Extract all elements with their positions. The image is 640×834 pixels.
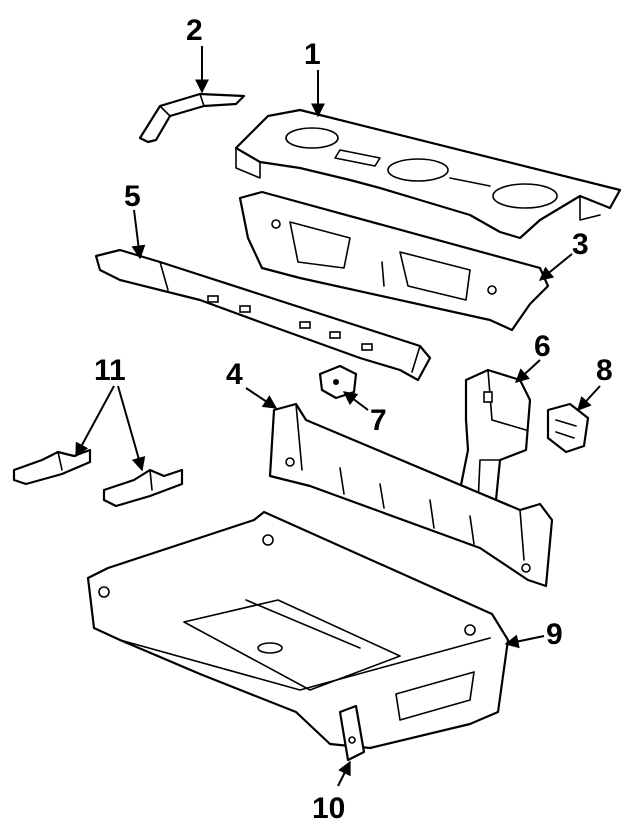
part-2-bracket[interactable] [138, 92, 246, 144]
part-9-floor-pan[interactable] [86, 510, 510, 750]
part-11-pad-left[interactable] [12, 448, 92, 486]
callout-2: 2 [186, 14, 203, 47]
callout-7: 7 [370, 404, 387, 437]
callout-9: 9 [546, 618, 563, 651]
leader-lines [75, 46, 601, 787]
callout-6: 6 [534, 330, 551, 363]
part-6-support[interactable] [458, 368, 532, 506]
part-4-rear-sill[interactable] [268, 402, 554, 588]
part-3-rear-panel[interactable] [238, 190, 550, 332]
part-10-bracket[interactable] [338, 704, 366, 762]
callout-1: 1 [304, 38, 321, 71]
callout-3: 3 [572, 228, 589, 261]
part-8-bracket[interactable] [546, 402, 590, 454]
callout-8: 8 [596, 354, 613, 387]
part-7-clip[interactable] [318, 364, 358, 400]
part-1-package-tray[interactable] [234, 108, 622, 240]
callout-labels: 1 2 3 4 5 6 7 8 9 10 11 [94, 14, 613, 825]
part-11-pad-right[interactable] [102, 468, 184, 508]
callout-10: 10 [312, 792, 345, 825]
part-5-reinforcement[interactable] [94, 248, 432, 382]
callout-4: 4 [226, 358, 243, 391]
callout-11: 11 [94, 354, 126, 387]
callout-5: 5 [124, 180, 141, 213]
